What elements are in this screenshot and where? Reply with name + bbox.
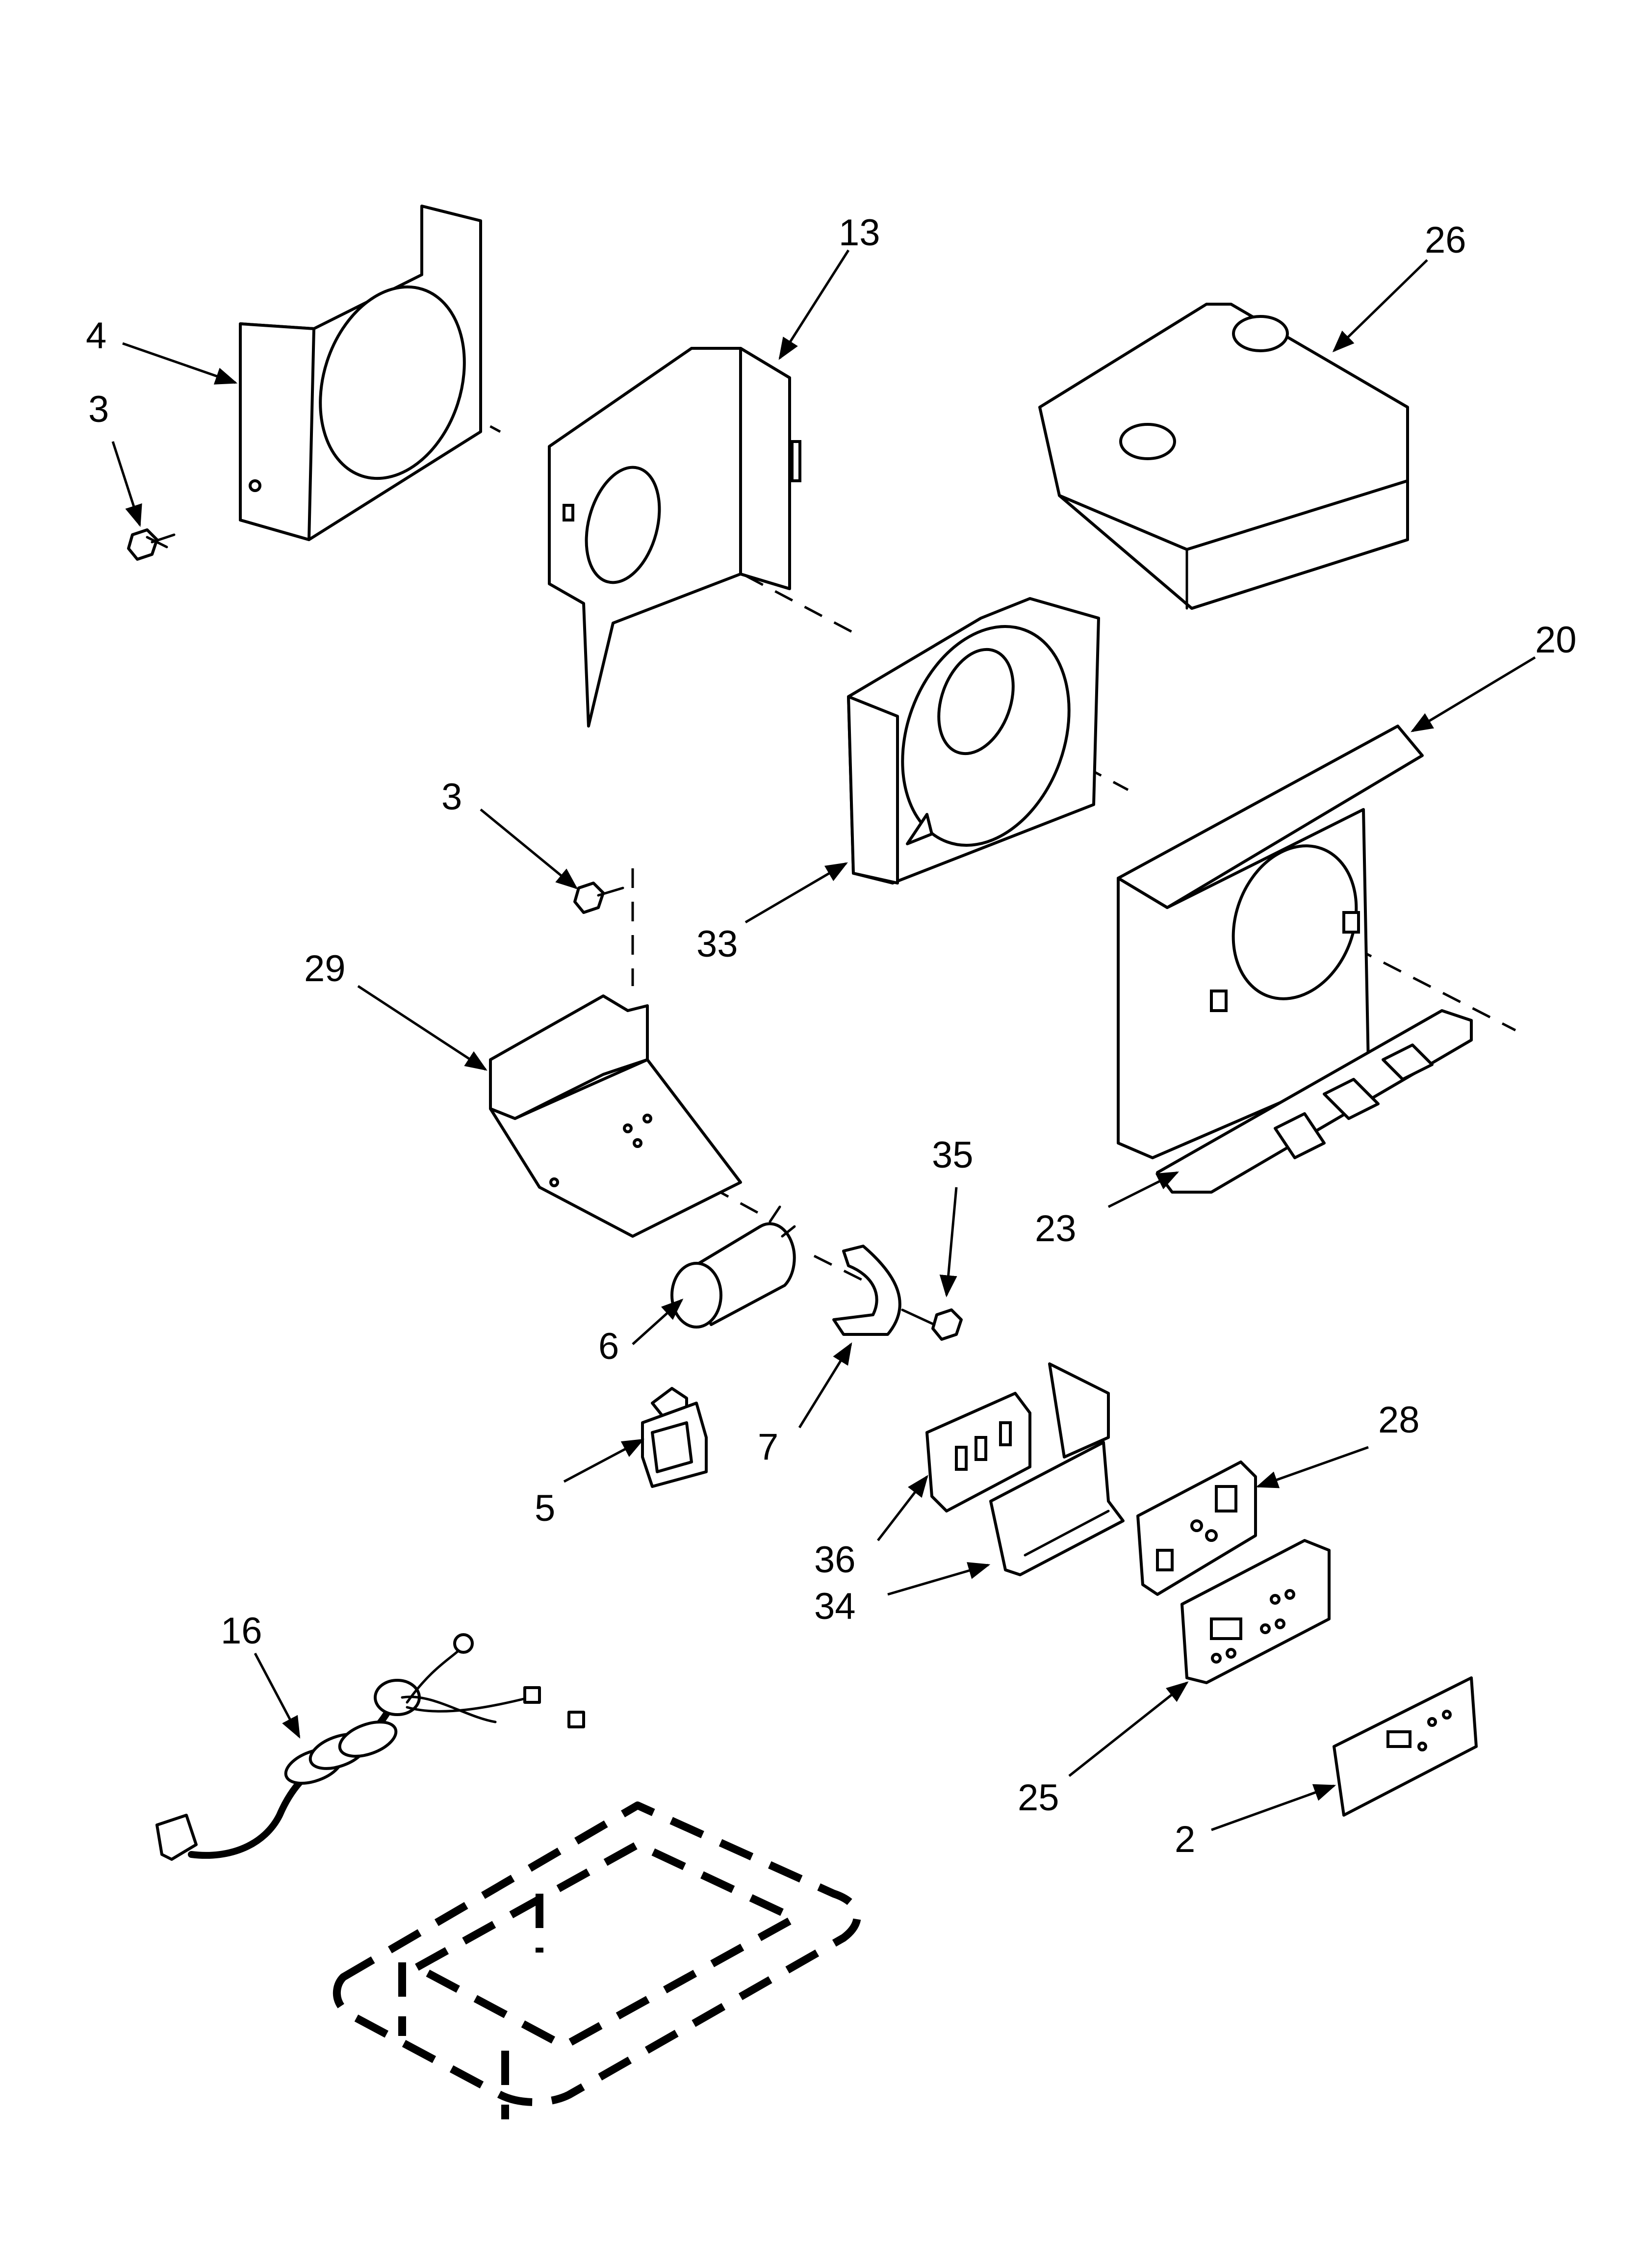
part-35-screw [901,1308,963,1341]
callout-16: 16 [221,1610,262,1652]
part-25-control-panel [1180,1539,1331,1684]
part-13-orifice-panel [548,347,801,728]
part-28-switch-board [1136,1460,1257,1596]
callout-7: 7 [758,1426,778,1468]
part-6-capacitor [670,1205,796,1329]
callout-5: 5 [535,1487,555,1529]
part-36-board [925,1392,1031,1512]
callout-3b: 3 [441,776,462,818]
part-29-control-bracket [489,994,742,1238]
phantom-base-pan [333,1801,861,2119]
part-16-power-cord-harness [155,1633,585,1861]
callout-20: 20 [1535,619,1577,661]
callout-3a: 3 [88,389,109,430]
part-23-base-channel [1156,1009,1473,1194]
callout-23: 23 [1035,1208,1077,1250]
callout-36: 36 [814,1539,856,1581]
part-34-control-box [989,1362,1125,1576]
part-3-screw-lower [573,882,624,914]
callout-33: 33 [696,923,738,965]
callout-25: 25 [1018,1777,1059,1819]
callout-labels: 4 3 13 26 20 3 33 29 35 23 6 7 5 28 36 3… [86,212,1577,1860]
part-26-top-cover [1038,303,1409,610]
part-3-screw-upper [127,528,176,561]
callout-29: 29 [304,948,346,990]
part-7-capacitor-strap [832,1245,901,1336]
part-5-transformer [641,1387,708,1488]
callout-2: 2 [1175,1819,1195,1860]
callout-35: 35 [932,1134,974,1176]
leader-arrows [111,249,1536,1831]
part-4-shroud-panel [239,205,482,541]
callout-28: 28 [1378,1399,1420,1441]
callout-26: 26 [1425,219,1466,261]
callout-4: 4 [86,315,106,357]
part-20-bulkhead [1117,725,1424,1159]
part-33-blower-housing [847,597,1100,885]
part-2-overlay [1333,1676,1478,1817]
callout-34: 34 [814,1586,856,1627]
callout-6: 6 [598,1326,619,1367]
callout-13: 13 [839,212,880,254]
